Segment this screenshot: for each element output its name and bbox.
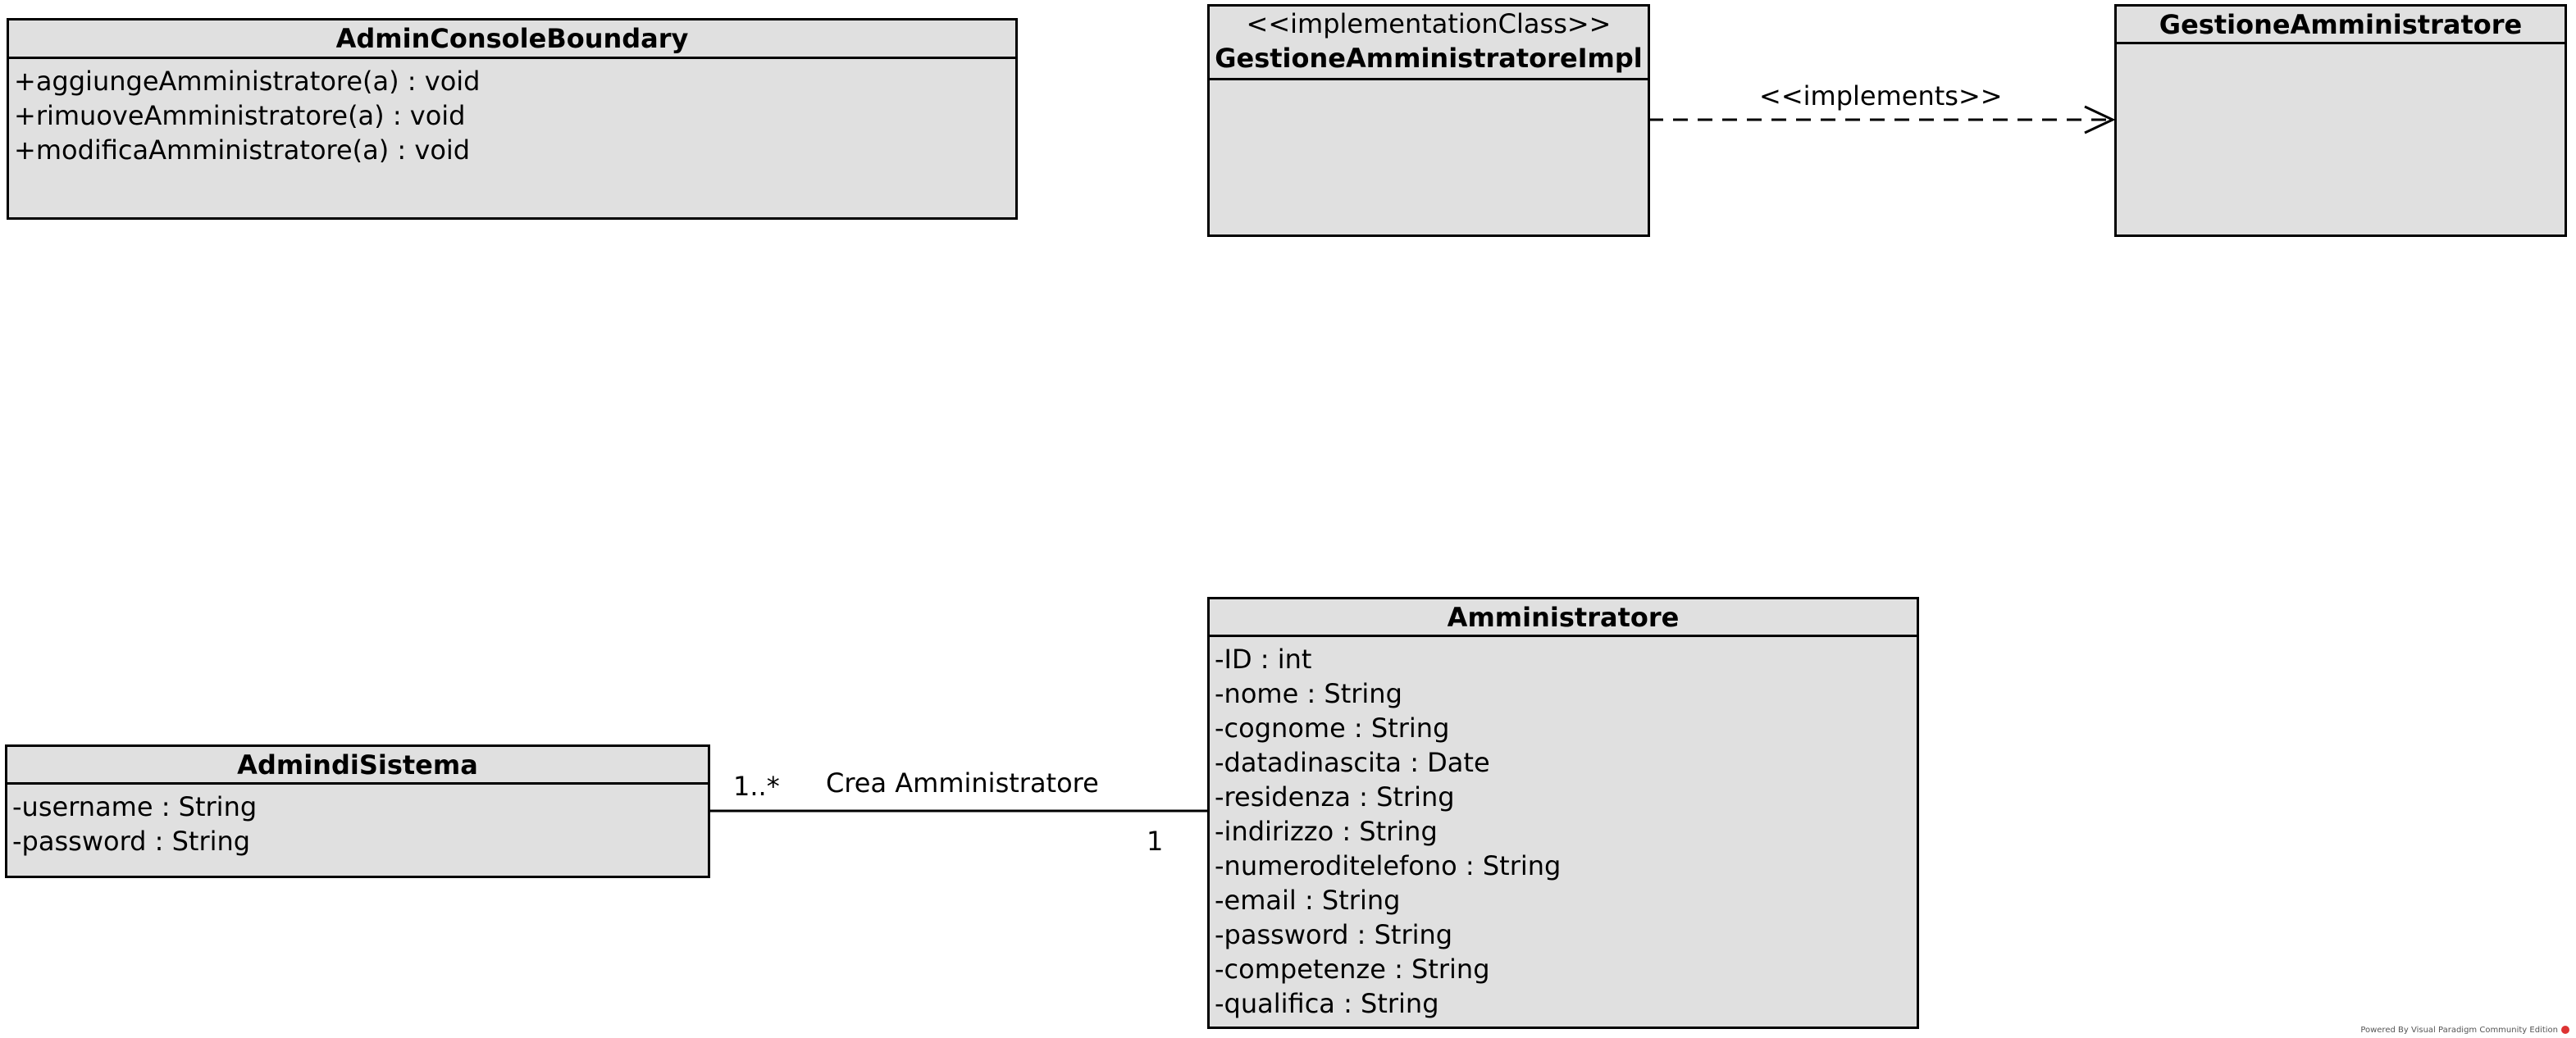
visual-paradigm-logo-icon — [2561, 1026, 2569, 1034]
implements-label: <<implements>> — [1759, 80, 2003, 112]
class-name: AdmindiSistema — [7, 747, 708, 785]
attribute: -email : String — [1215, 885, 1401, 916]
multiplicity-source-label: 1..* — [733, 771, 780, 802]
attribute: -username : String — [12, 791, 258, 822]
attribute: -ID : int — [1215, 644, 1312, 675]
operation: +modificaAmministratore(a) : void — [14, 134, 471, 166]
credit-text: Powered By Visual Paradigm Community Edi… — [2360, 1026, 2558, 1035]
attribute: -datadinascita : Date — [1215, 747, 1490, 778]
operation: +rimuoveAmministratore(a) : void — [14, 100, 466, 131]
attribute: -password : String — [12, 826, 251, 857]
association-name-label: Crea Amministratore — [826, 767, 1099, 799]
class-header: <<implementationClass>> GestioneAmminist… — [1210, 7, 1648, 80]
class-amministratore[interactable]: Amministratore -ID : int -nome : String … — [1207, 597, 1919, 1029]
class-gestione-amministratore[interactable]: GestioneAmministratore — [2114, 4, 2567, 237]
operation: +aggiungeAmministratore(a) : void — [14, 66, 481, 97]
class-name: Amministratore — [1210, 599, 1917, 637]
attribute: -residenza : String — [1215, 781, 1455, 813]
vendor-credit: Powered By Visual Paradigm Community Edi… — [2360, 1026, 2569, 1035]
attribute: -password : String — [1215, 919, 1453, 950]
class-admin-di-sistema[interactable]: AdmindiSistema -username : String -passw… — [5, 744, 710, 878]
attribute: -nome : String — [1215, 678, 1402, 709]
attribute: -indirizzo : String — [1215, 816, 1438, 847]
class-name: AdminConsoleBoundary — [9, 20, 1015, 59]
stereotype-label: <<implementationClass>> — [1246, 8, 1612, 39]
implements-arrowhead — [2084, 105, 2116, 134]
attributes-compartment: -ID : int -nome : String -cognome : Stri… — [1210, 637, 1917, 1026]
attribute: -qualifica : String — [1215, 988, 1439, 1019]
class-name: GestioneAmministratoreImpl — [1215, 43, 1643, 74]
multiplicity-target-label: 1 — [1147, 826, 1164, 857]
class-admin-console-boundary[interactable]: AdminConsoleBoundary +aggiungeAmministra… — [7, 18, 1018, 220]
attributes-compartment: -username : String -password : String — [7, 785, 708, 863]
operations-compartment: +aggiungeAmministratore(a) : void +rimuo… — [9, 59, 1015, 172]
attribute: -competenze : String — [1215, 954, 1490, 985]
attribute: -cognome : String — [1215, 712, 1450, 744]
class-gestione-amministratore-impl[interactable]: <<implementationClass>> GestioneAmminist… — [1207, 4, 1650, 237]
class-name: GestioneAmministratore — [2117, 7, 2565, 44]
attribute: -numeroditelefono : String — [1215, 850, 1562, 881]
